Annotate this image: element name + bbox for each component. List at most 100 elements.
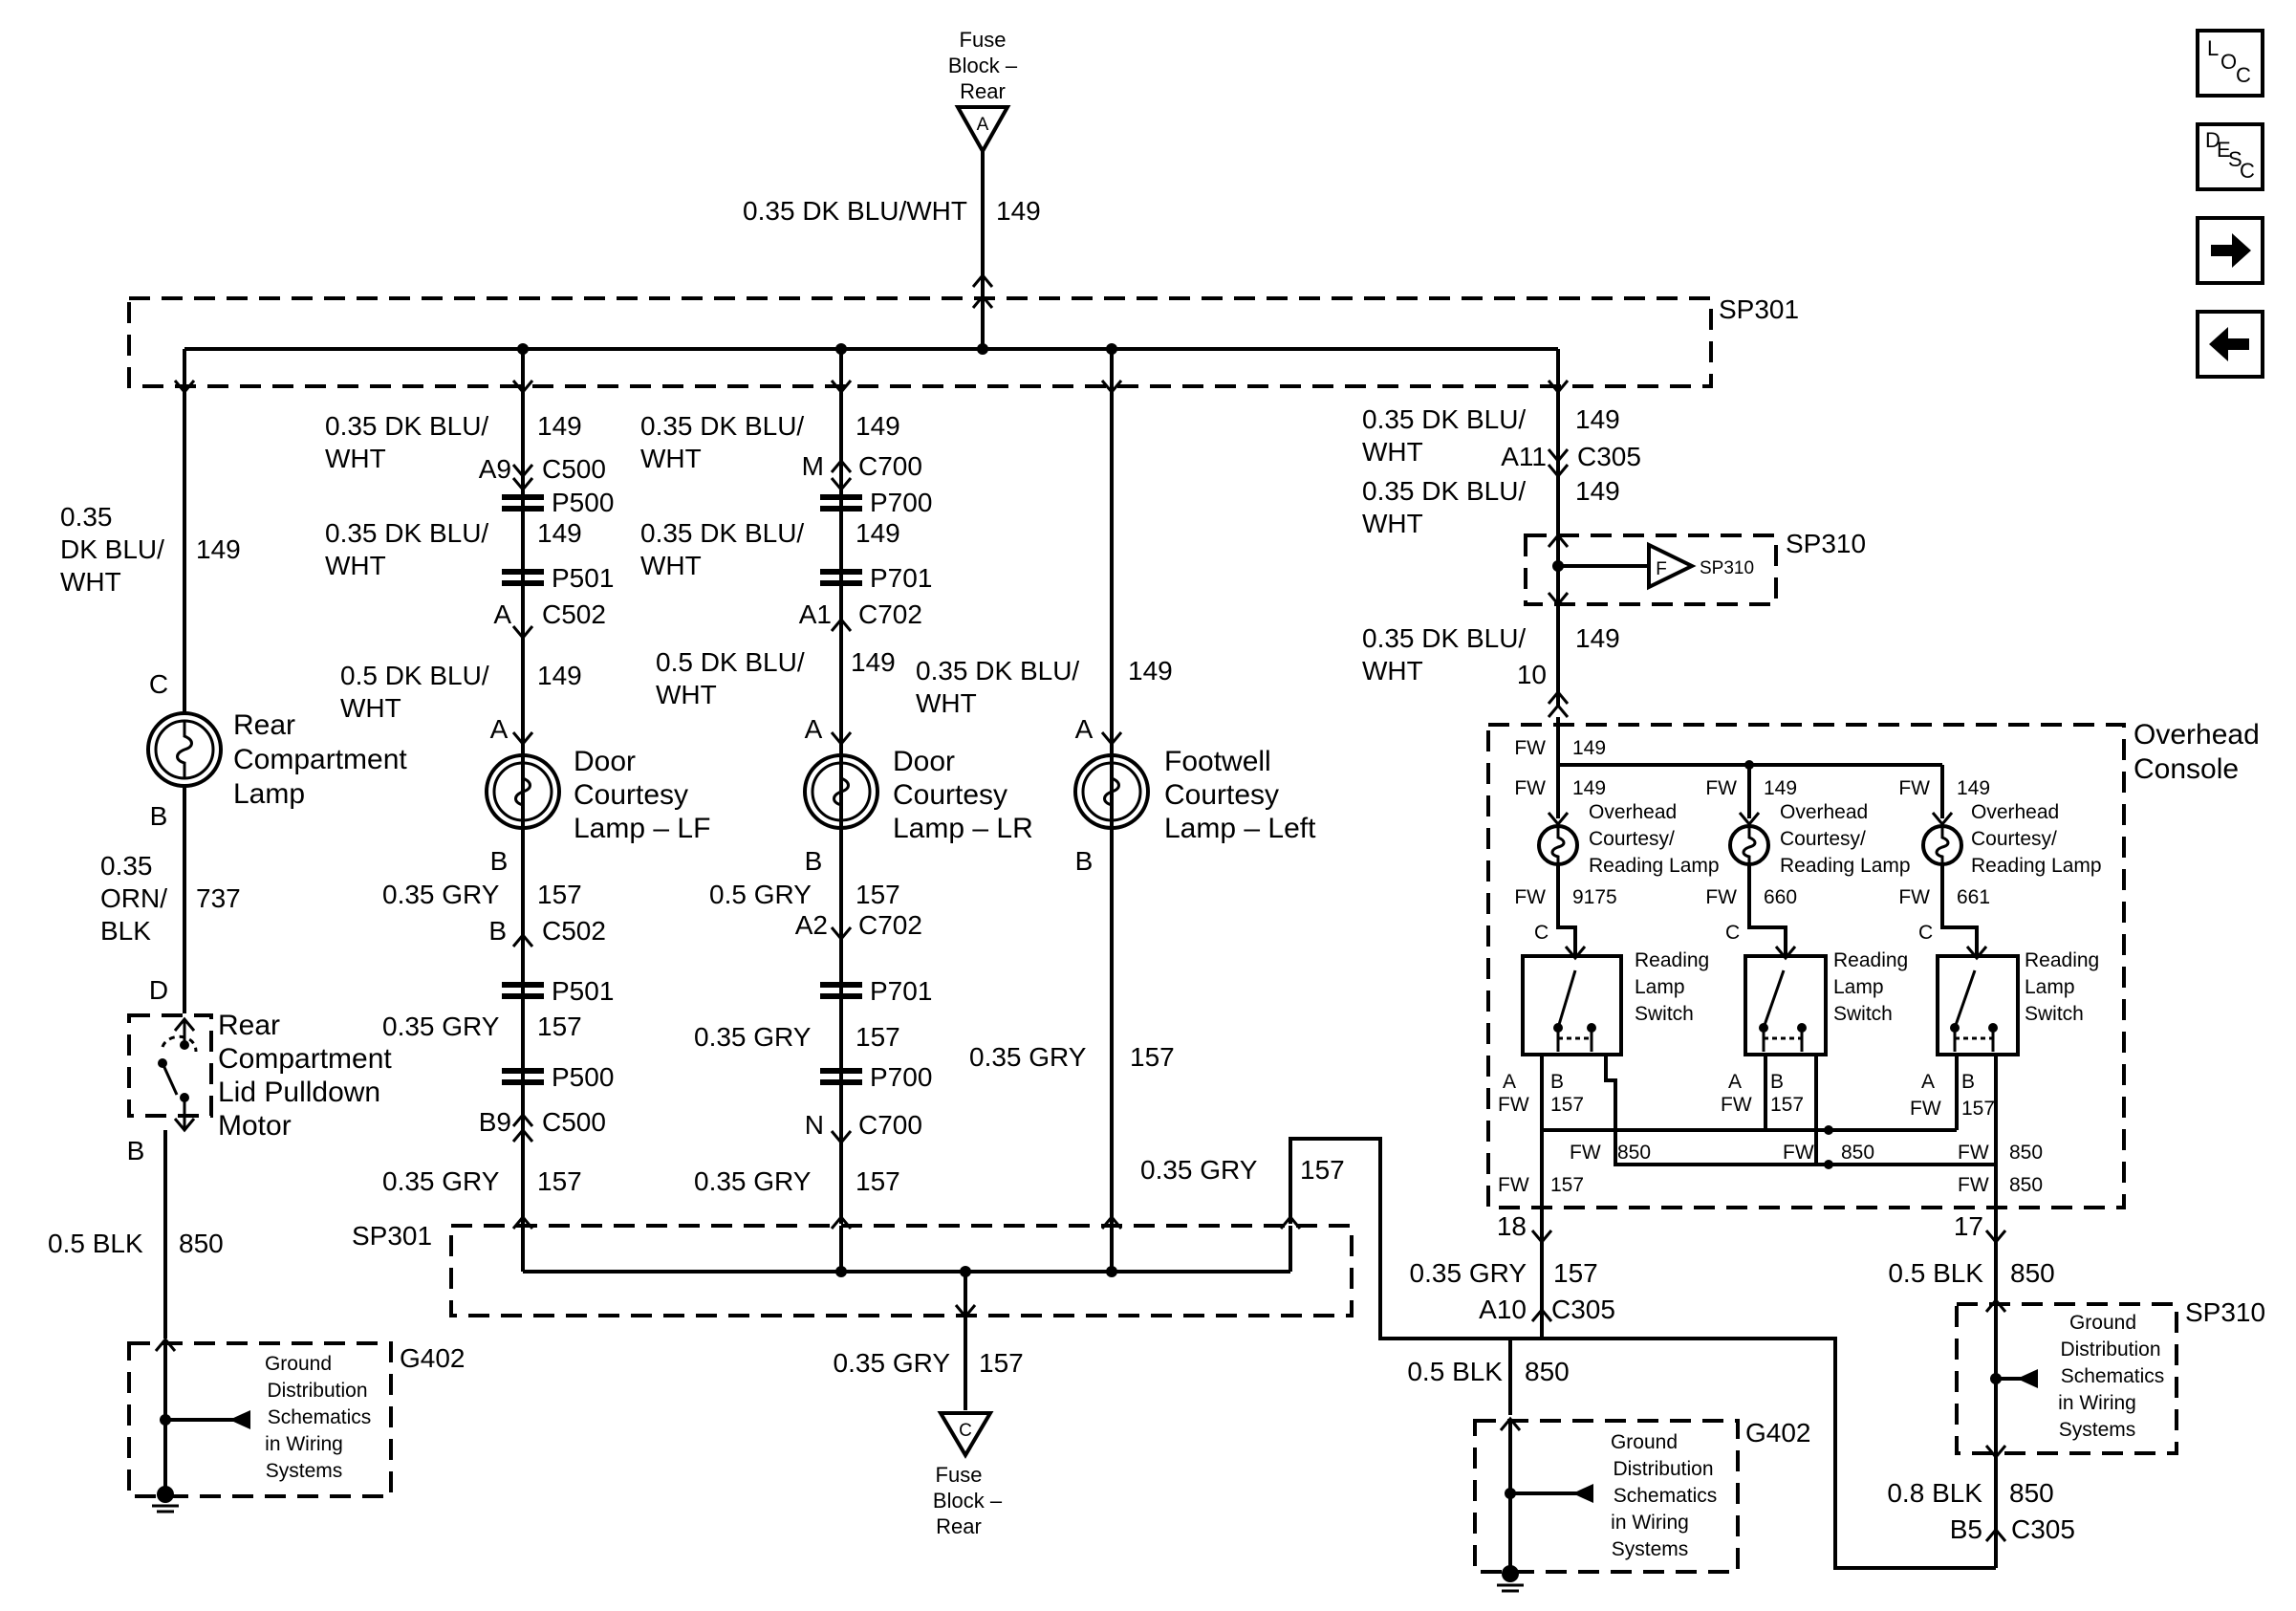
diagram-label: 18 [1497, 1211, 1527, 1241]
diagram-label: C502 [542, 916, 606, 946]
diagram-label: 0.35 GRY [1410, 1258, 1527, 1288]
diagram-label: 149 [1957, 777, 1990, 799]
diagram-label: B [488, 916, 507, 946]
diagram-label: 157 [856, 1022, 900, 1052]
diagram-label: B [1550, 1071, 1564, 1093]
diagram-label: C305 [1551, 1295, 1615, 1324]
diagram-label: 149 [196, 534, 241, 564]
diagram-label: Block – [948, 54, 1018, 77]
splice-sp301-bottom-box [449, 1224, 1354, 1317]
diagram-label: Reading Lamp [1780, 855, 1911, 877]
description-button[interactable]: D E S C [2196, 122, 2264, 191]
diagram-label: A [1728, 1071, 1742, 1093]
diagram-label: 157 [537, 1012, 582, 1041]
diagram-label: 10 [1517, 660, 1547, 689]
diagram-label: A [1921, 1071, 1935, 1093]
wire-gauge: 0.35 DK BLU/WHT [743, 196, 967, 226]
diagram-label: Door [574, 746, 636, 777]
connector-p500-a [502, 494, 544, 512]
diagram-label: 17 [1954, 1211, 1983, 1241]
diagram-label: Reading Lamp [1589, 855, 1720, 877]
wire-circuit: 149 [996, 196, 1041, 226]
diagram-label: Motor [218, 1110, 292, 1142]
diagram-label: 0.35 GRY [1140, 1155, 1258, 1185]
diagram-label: B5 [1950, 1514, 1982, 1544]
diagram-label: FW [1514, 886, 1546, 908]
diagram-label: 0.35 GRY [382, 1012, 500, 1041]
diagram-label: Schematics [2061, 1365, 2165, 1387]
diagram-label: Overhead [1780, 801, 1868, 823]
arrow-right-icon [2211, 233, 2251, 268]
diagram-label: 850 [1841, 1142, 1874, 1164]
diagram-label: P501 [552, 976, 614, 1006]
diagram-label: 0.35 DK BLU/ [1362, 623, 1526, 653]
diagram-label: C [1918, 922, 1933, 944]
diagram-label: 0.5 BLK [1407, 1357, 1503, 1386]
diagram-label: 0.5 BLK [48, 1229, 143, 1258]
diagram-label: 850 [1617, 1142, 1651, 1164]
diagram-label: 0.35 GRY [694, 1022, 812, 1052]
arrow-left-icon [2209, 327, 2249, 361]
diagram-label: 0.5 GRY [709, 880, 812, 909]
diagram-label: Reading Lamp [1971, 855, 2102, 877]
diagram-label: 0.35 GRY [694, 1166, 812, 1196]
diagram-label: 0.8 BLK [1887, 1478, 1982, 1508]
diagram-label: 157 [979, 1348, 1024, 1378]
diagram-label: 0.5 DK BLU/ [340, 661, 489, 690]
diagram-label: C [149, 669, 168, 699]
diagram-label: WHT [60, 567, 121, 597]
diagram-label: Ground [265, 1353, 332, 1375]
diagram-label: 149 [1575, 476, 1620, 506]
diagram-label: 149 [851, 647, 896, 677]
diagram-label: 0.35 DK BLU/ [1362, 476, 1526, 506]
diagram-label: FW [1498, 1094, 1529, 1116]
diagram-label: 149 [856, 518, 900, 548]
door-courtesy-lamp-lr: A B Door Courtesy Lamp – LR [803, 714, 1033, 876]
diagram-label: 850 [2009, 1478, 2054, 1508]
previous-page-button[interactable] [2196, 310, 2264, 379]
diagram-label: 157 [1553, 1258, 1598, 1288]
diagram-label: Courtesy/ [1780, 828, 1866, 850]
desc-letter-c: C [2240, 159, 2255, 183]
diagram-label: C [1534, 922, 1549, 944]
diagram-label: 157 [1550, 1094, 1584, 1116]
diagram-label: WHT [1362, 509, 1423, 538]
diagram-label: WHT [1362, 656, 1423, 686]
diagram-label: 0.35 DK BLU/ [325, 518, 488, 548]
diagram-label: B [490, 846, 509, 876]
diagram-label: P701 [870, 976, 932, 1006]
diagram-label: 157 [1300, 1155, 1345, 1185]
diagram-label: Systems [1612, 1538, 1689, 1560]
splice-label: SP301 [352, 1221, 432, 1251]
overhead-lamp-unit-2: FW 149 Overhead Courtesy/ Reading Lamp F… [1705, 777, 1910, 1116]
diagram-label: SP310 [1786, 529, 1866, 558]
diagram-label: P700 [870, 1062, 932, 1092]
diagram-label: A10 [1479, 1295, 1527, 1324]
next-page-button[interactable] [2196, 216, 2264, 285]
diagram-label: FW [1910, 1098, 1941, 1120]
diagram-label: C702 [858, 599, 922, 629]
diagram-label: B [127, 1136, 145, 1165]
diagram-label: Compartment [233, 744, 407, 775]
diagram-label: Lamp – LF [574, 813, 710, 844]
location-button[interactable]: L O C [2196, 29, 2264, 98]
diagram-label: 149 [1575, 623, 1620, 653]
diagram-label: Systems [2059, 1419, 2136, 1441]
connector-p501-b [502, 982, 544, 999]
diagram-label: Rear [218, 1010, 280, 1041]
diagram-label: Footwell [1164, 746, 1271, 777]
diagram-label: A [490, 714, 509, 744]
diagram-label: 850 [2009, 1142, 2043, 1164]
diagram-label: 149 [537, 411, 582, 441]
diagram-label: 149 [537, 661, 582, 690]
diagram-label: Fuse [960, 28, 1007, 52]
diagram-label: Distribution [1613, 1458, 1713, 1480]
diagram-label: 157 [1550, 1174, 1584, 1196]
diagram-label: 149 [856, 411, 900, 441]
rear-compartment-lid-pulldown-motor: D B Rear Compartment Lid Pulldown Motor [127, 975, 393, 1165]
diagram-label: in Wiring [265, 1433, 343, 1455]
diagram-label: Distribution [2060, 1339, 2160, 1361]
diagram-label: G402 [400, 1343, 466, 1373]
diagram-label: 157 [1961, 1098, 1995, 1120]
diagram-label: C305 [2011, 1514, 2075, 1544]
